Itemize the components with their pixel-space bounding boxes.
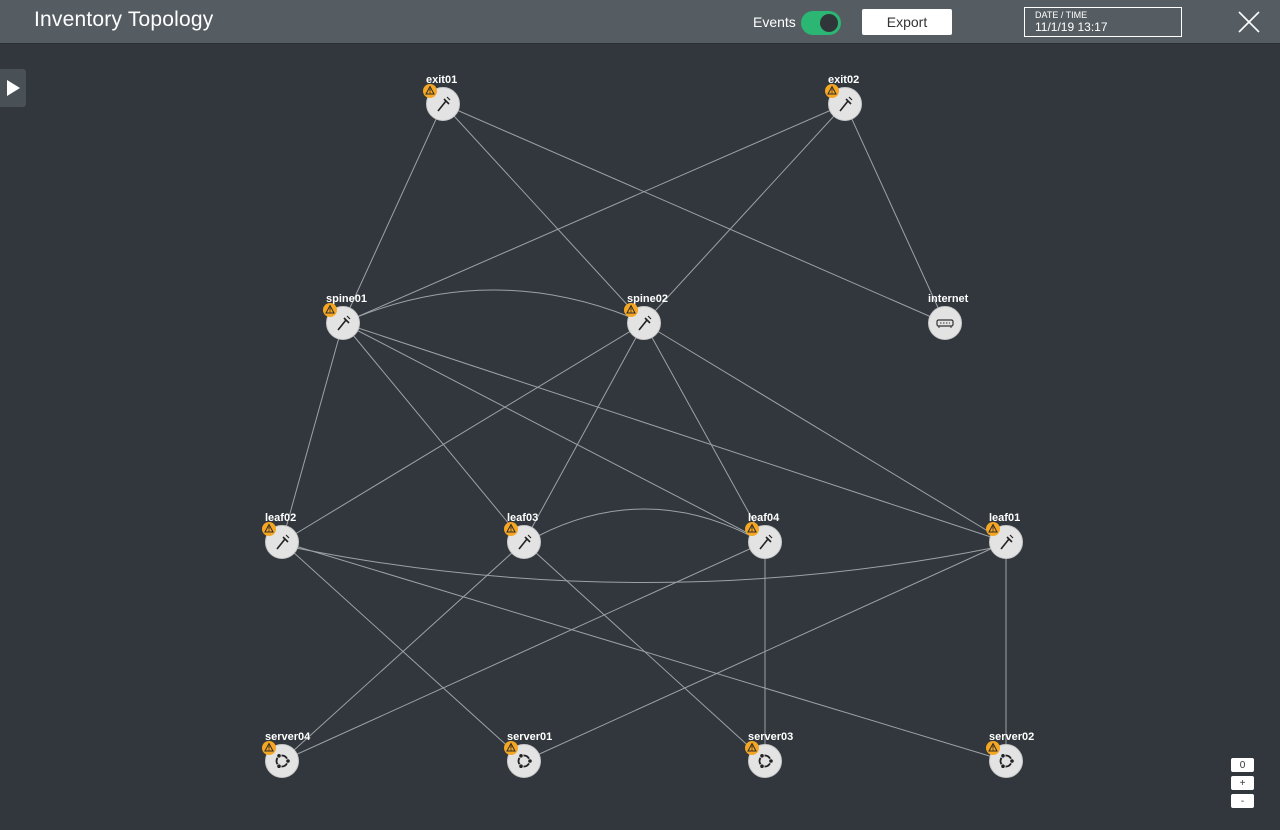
ubuntu-icon — [275, 753, 291, 769]
node-leaf03[interactable]: leaf03 — [504, 512, 541, 559]
edge-exit01-internet — [442, 103, 946, 324]
warning-icon — [423, 84, 437, 98]
node-leaf01[interactable]: leaf01 — [986, 512, 1023, 559]
warning-icon — [504, 522, 518, 536]
events-toggle[interactable] — [801, 11, 841, 35]
top-bar: Inventory Topology Events Export DATE / … — [0, 0, 1280, 44]
zoom-reset-button[interactable]: 0 — [1231, 758, 1254, 772]
switch-icon — [518, 534, 532, 550]
node-label: server02 — [989, 731, 1034, 743]
edge-leaf03-server03 — [523, 541, 766, 762]
router-icon — [936, 319, 954, 328]
switch-icon — [759, 534, 773, 550]
node-label: internet — [928, 293, 969, 305]
node-leaf02[interactable]: leaf02 — [262, 512, 299, 559]
node-label: server03 — [748, 731, 793, 743]
edge-exit02-internet — [844, 103, 946, 324]
node-label: spine01 — [326, 293, 367, 305]
datetime-field[interactable]: DATE / TIME 11/1/19 13:17 — [1024, 7, 1182, 37]
warning-icon — [986, 522, 1000, 536]
panel-expand-button[interactable] — [0, 69, 26, 107]
ubuntu-icon — [999, 753, 1015, 769]
toggle-knob — [820, 14, 838, 32]
node-label: spine02 — [627, 293, 668, 305]
switch-icon — [437, 96, 451, 112]
node-label: exit01 — [426, 74, 457, 86]
warning-icon — [323, 303, 337, 317]
node-exit01[interactable]: exit01 — [423, 74, 460, 121]
node-label: leaf02 — [265, 512, 296, 524]
node-server03[interactable]: server03 — [745, 731, 793, 778]
node-label: leaf04 — [748, 512, 780, 524]
edge-leaf04-server04 — [281, 541, 766, 762]
zoom-out-button[interactable]: - — [1231, 794, 1254, 808]
node-spine01[interactable]: spine01 — [323, 293, 367, 340]
edge-exit02-spine01 — [342, 103, 846, 324]
node-label: exit02 — [828, 74, 859, 86]
node-server02[interactable]: server02 — [986, 731, 1034, 778]
datetime-value: 11/1/19 13:17 — [1035, 20, 1108, 34]
switch-icon — [839, 96, 853, 112]
node-circle — [928, 306, 962, 340]
ubuntu-icon — [517, 753, 533, 769]
edge-layer — [281, 103, 1007, 762]
node-label: server01 — [507, 731, 552, 743]
edge-leaf03-server04 — [281, 541, 525, 762]
edge-exit02-spine02 — [643, 103, 846, 324]
events-label: Events — [753, 14, 796, 30]
node-layer: exit01 exit02 spine01 spine02 internet leaf02… — [262, 74, 1034, 778]
warning-icon — [504, 741, 518, 755]
edge-leaf02-leaf01 — [295, 547, 993, 583]
warning-icon — [745, 522, 759, 536]
warning-icon — [624, 303, 638, 317]
switch-icon — [337, 315, 351, 331]
warning-icon — [986, 741, 1000, 755]
warning-icon — [262, 522, 276, 536]
edge-spine02-leaf01 — [643, 322, 1007, 543]
node-exit02[interactable]: exit02 — [825, 74, 862, 121]
node-label: leaf01 — [989, 512, 1020, 524]
node-internet[interactable]: internet — [928, 293, 969, 340]
edge-spine02-leaf03 — [523, 322, 645, 543]
edge-spine01-leaf03 — [342, 322, 525, 543]
play-icon — [7, 80, 20, 96]
edge-leaf03-leaf04 — [537, 508, 752, 537]
warning-icon — [262, 741, 276, 755]
edge-spine01-spine02 — [356, 289, 631, 318]
edge-leaf01-server01 — [523, 541, 1007, 762]
datetime-label: DATE / TIME — [1035, 10, 1088, 20]
warning-icon — [825, 84, 839, 98]
edge-exit01-spine01 — [342, 103, 444, 324]
switch-icon — [1000, 534, 1014, 550]
node-spine02[interactable]: spine02 — [624, 293, 668, 340]
node-label: leaf03 — [507, 512, 538, 524]
switch-icon — [638, 315, 652, 331]
edge-spine01-leaf04 — [342, 322, 766, 543]
export-button[interactable]: Export — [862, 9, 952, 35]
edge-spine02-leaf02 — [281, 322, 645, 543]
page-title: Inventory Topology — [34, 8, 214, 31]
node-server01[interactable]: server01 — [504, 731, 552, 778]
node-server04[interactable]: server04 — [262, 731, 311, 778]
node-leaf04[interactable]: leaf04 — [745, 512, 782, 559]
edge-exit01-spine02 — [442, 103, 645, 324]
node-label: server04 — [265, 731, 311, 743]
edge-spine01-leaf01 — [342, 322, 1007, 543]
zoom-in-button[interactable]: + — [1231, 776, 1254, 790]
edge-spine01-leaf02 — [281, 322, 344, 543]
edge-spine02-leaf04 — [643, 322, 766, 543]
warning-icon — [745, 741, 759, 755]
ubuntu-icon — [758, 753, 774, 769]
switch-icon — [276, 534, 290, 550]
close-icon[interactable] — [1236, 9, 1262, 35]
